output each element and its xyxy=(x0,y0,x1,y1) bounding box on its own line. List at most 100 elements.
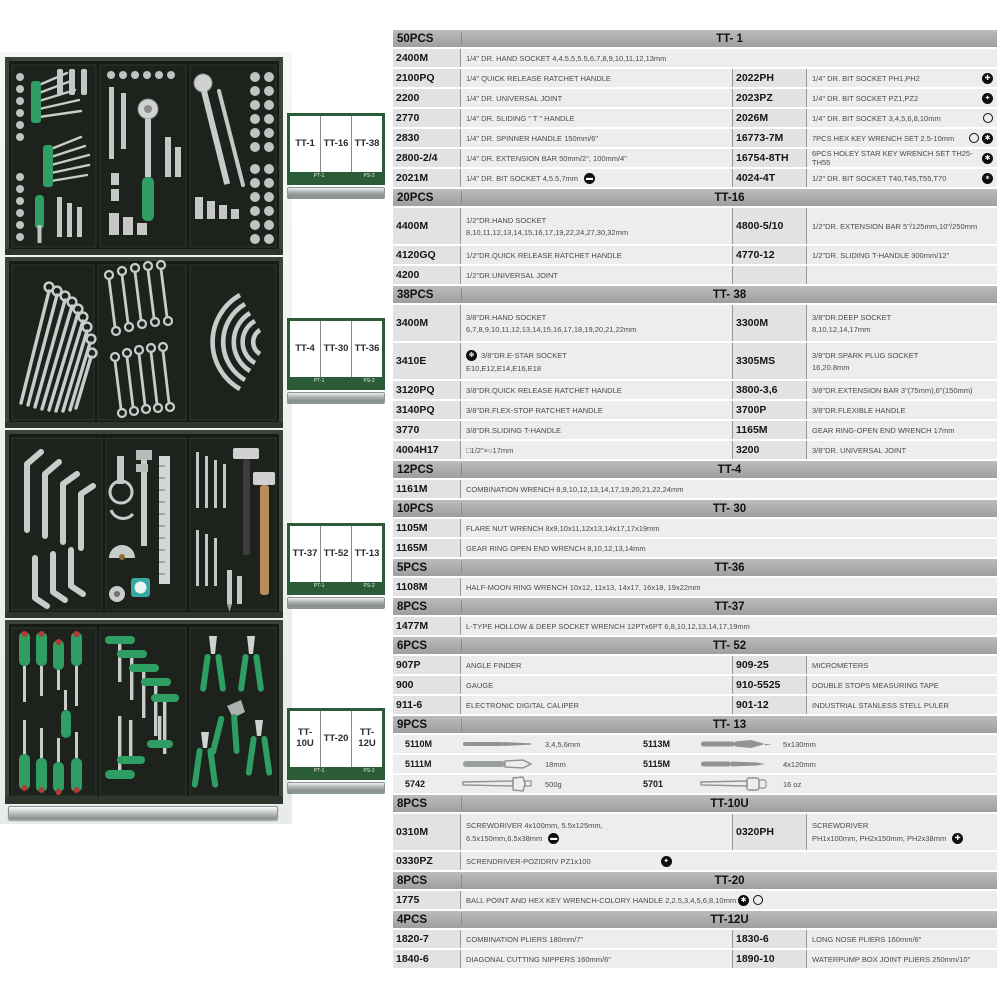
description-text: DOUBLE STOPS MEASURING TAPE xyxy=(812,680,939,690)
item-description: DIAGONAL CUTTING NIPPERS 160mm/6" xyxy=(461,950,732,968)
hex-key-icon: ✱ xyxy=(738,894,750,906)
model-number: 1830-6 xyxy=(732,930,807,948)
item-description: 3/8"DR.FLEXIBLE HANDLE xyxy=(807,401,997,419)
item-description: 7PCS HEX KEY WRENCH SET 2.5-10mm✱ xyxy=(807,129,997,147)
model-number: 911-6 xyxy=(393,696,461,714)
tray-label: TT-38 xyxy=(354,137,380,149)
tray-label: TT-30 xyxy=(321,321,352,377)
model-number: 2023PZ xyxy=(732,89,807,107)
torx-bit-icon: ✶ xyxy=(982,172,993,184)
model-number: 901-12 xyxy=(732,696,807,714)
item-description: 1/2" DR. BIT SOCKET T40,T45,T55,T70 ✶ xyxy=(807,169,997,187)
item-description: 1/2"DR. EXTENSION BAR 5"/125mm,10"/250mm xyxy=(807,208,997,244)
item-description: ELECTRONIC DIGITAL CALIPER xyxy=(461,696,732,714)
item-description: BALL POINT AND HEX KEY WRENCH-COLORY HAN… xyxy=(461,891,997,909)
model-number: 1890-10 xyxy=(732,950,807,968)
description-text: HALF-MOON RING WRENCH 10x12, 11x13, 14x1… xyxy=(466,582,701,592)
item-description: SCRENDRIVER-POZIDRIV PZ1x100✦ xyxy=(461,852,997,870)
description-text: 1/4" DR. BIT SOCKET 3,4,5,6,8,10mm xyxy=(812,113,941,123)
model-number: 3305MS xyxy=(732,343,807,379)
description-text: 1/2" DR. BIT SOCKET T40,T45,T55,T70 xyxy=(812,173,947,183)
description-text: GEAR RING-OPEN END WRENCH 17mm xyxy=(812,425,955,435)
description-text: 1/2"DR. EXTENSION BAR 5"/125mm,10"/250mm xyxy=(812,221,978,231)
description-text: 3/8"DR.FLEXIBLE HANDLE xyxy=(812,405,906,415)
item-description: 3/8"DR.SLIDING T-HANDLE xyxy=(461,421,732,439)
pozidriv-bit-icon: ✦ xyxy=(982,92,993,104)
strip-label: PS-2 xyxy=(363,768,375,774)
description-text: 3/8"DR.DEEP SOCKET xyxy=(812,312,892,322)
item-description: SCREWDRIVER 4x100mm, 5.5x125mm,6.5x150mm… xyxy=(461,814,732,850)
tray-code: TT-36 xyxy=(714,561,745,574)
item-description: 1/2"DR.UNIVERSAL JOINT xyxy=(461,266,732,284)
pieces-count: 4PCS xyxy=(393,913,462,926)
item-description: GAUGE xyxy=(461,676,732,694)
model-number: 5701 xyxy=(643,779,664,789)
description-text: 1/4" DR. BIT SOCKET PH1,PH2 xyxy=(812,73,920,83)
strip-label: PT-1 xyxy=(313,768,325,774)
description-text: COMBINATION PLIERS 180mm/7" xyxy=(466,934,584,944)
size-text: 4x120mm xyxy=(783,759,816,769)
model-number: 1165M xyxy=(393,539,461,557)
pieces-count: 6PCS xyxy=(393,639,462,652)
phillips-bit-icon: ✚ xyxy=(982,72,993,84)
item-description: FLARE NUT WRENCH 8x9,10x11,12x13,14x17,1… xyxy=(461,519,997,537)
description-text: 8,10,12,14,17mm xyxy=(812,324,871,334)
item-description: 3/8"DR.QUICK RELEASE RATCHET HANDLE xyxy=(461,381,732,399)
size-text: 3,4,5,6mm xyxy=(545,739,581,749)
pozidriv-bit-icon: ✦ xyxy=(660,855,672,867)
model-number: 5111M xyxy=(405,759,432,769)
tray-code: TT- 38 xyxy=(712,288,747,301)
tray-label: TT-1 xyxy=(290,116,321,172)
item-description: 3/8"DR.EXTENSION BAR 3"(75mm),6"(150mm) xyxy=(807,381,997,399)
description-text: 1/2"DR. SLIDING T-HANDLE 300mm/12" xyxy=(812,250,950,260)
description-text: DIAGONAL CUTTING NIPPERS 160mm/6" xyxy=(466,954,611,964)
strip-label: PT-1 xyxy=(313,378,325,384)
tray-code: TT-16 xyxy=(714,191,745,204)
item-description: 1/4" DR. HAND SOCKET 4,4.5,5,5.5,6,7,8,9… xyxy=(461,49,997,67)
description-text: COMBINATION WRENCH 8,9,10,12,13,14,17,19… xyxy=(466,484,684,494)
model-number: 2100PQ xyxy=(393,69,461,87)
model-number: 2800-2/4 xyxy=(393,149,461,167)
model-number: 0330PZ xyxy=(393,852,461,870)
description-text: SCREWDRIVER 4x100mm, 5.5x125mm, xyxy=(466,820,603,830)
star-key-icon: ✱ xyxy=(982,152,993,164)
model-number: 4770-12 xyxy=(732,246,807,264)
description-text: 1/4" DR. EXTENSION BAR 50mm/2", 100mm/4" xyxy=(466,153,627,163)
description-line: PH1x100mm, PH2x150mm, PH2x38mm✚ xyxy=(812,832,964,844)
description-text: 1/4" DR. SPINNER HANDLE 150mm/6" xyxy=(466,133,599,143)
hex-key-icon: ✱ xyxy=(982,132,993,144)
pieces-count: 12PCS xyxy=(393,463,462,476)
soft-face-hammer-illustration xyxy=(699,775,783,793)
item-description: MICROMETERS xyxy=(807,656,997,674)
drawer-photo-sockets xyxy=(5,57,283,255)
pieces-count: 38PCS xyxy=(393,288,462,301)
screwdriver-tray-illustration xyxy=(5,620,283,804)
model-number: 3400M xyxy=(393,305,461,341)
model-number: 5110M xyxy=(405,739,433,749)
strip-label: PS-2 xyxy=(363,583,375,589)
measuring-tray-illustration xyxy=(5,430,283,618)
description-text: 3/8"DR.E-STAR SOCKET xyxy=(481,350,567,360)
table-row: 5742 500g 5701 16 oz xyxy=(393,775,997,793)
description-text: 3/8"DR.SPARK PLUG SOCKET xyxy=(812,350,919,360)
model-number: 4200 xyxy=(393,266,461,284)
